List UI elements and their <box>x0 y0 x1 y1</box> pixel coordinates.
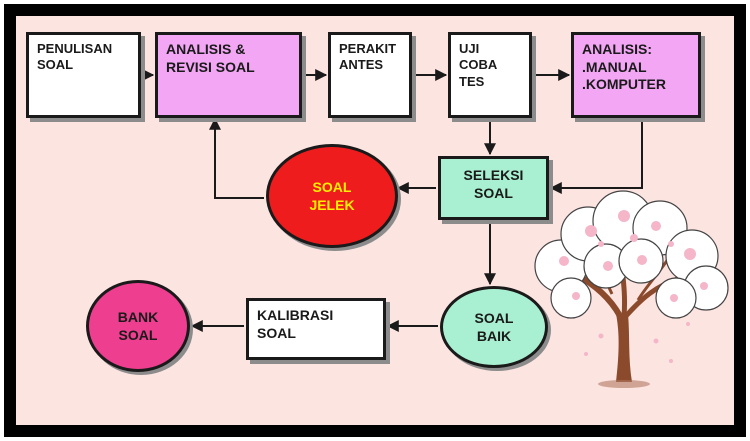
flowchart-canvas: PENULISAN SOAL ANALISIS & REVISI SOAL PE… <box>16 16 734 425</box>
seleksi-soal-line-2: SOAL <box>474 184 513 201</box>
arrow-soal-jelek-to-analisis <box>209 117 264 199</box>
blossom-tree-icon <box>534 190 729 388</box>
soal-baik-line-1: SOAL <box>474 309 514 326</box>
bank-soal-line-2: SOAL <box>118 327 158 343</box>
bank-soal-ellipse: BANK SOAL <box>86 280 190 372</box>
outer-frame: PENULISAN SOAL ANALISIS & REVISI SOAL PE… <box>4 4 746 437</box>
analisis-revisi-line-1: ANALISIS & <box>166 41 246 57</box>
soal-baik-ellipse: SOAL BAIK <box>440 286 548 368</box>
analisis-revisi-line-2: REVISI SOAL <box>166 58 255 75</box>
perakit-antes-line-1: PERAKIT <box>339 41 397 56</box>
penulisan-soal-box: PENULISAN SOAL <box>26 32 141 118</box>
uji-coba-line-1: UJI <box>459 41 480 56</box>
kalibrasi-soal-line-1: KALIBRASI <box>257 307 334 323</box>
analisis-manual-line-3: .KOMPUTER <box>582 76 666 92</box>
perakit-antes-box: PERAKIT ANTES <box>328 32 412 118</box>
connector-layer <box>142 69 729 388</box>
analisis-manual-box: ANALISIS: .MANUAL .KOMPUTER <box>571 32 701 118</box>
uji-coba-line-2: COBA <box>459 57 498 73</box>
soal-baik-line-2: BAIK <box>476 328 512 344</box>
soal-jelek-line-1: SOAL <box>312 178 352 195</box>
soal-jelek-ellipse: SOAL JELEK <box>266 144 398 248</box>
seleksi-soal-line-1: SELEKSI <box>463 167 524 183</box>
penulisan-soal-line-1: PENULISAN <box>37 41 113 56</box>
analisis-revisi-box: ANALISIS & REVISI SOAL <box>155 32 302 118</box>
arrow-analisis-manual-to-seleksi <box>549 120 643 194</box>
seleksi-soal-box: SELEKSI SOAL <box>438 156 549 220</box>
perakit-antes-line-2: ANTES <box>339 57 384 73</box>
uji-coba-line-3: TES <box>459 73 485 89</box>
bank-soal-line-1: BANK <box>117 308 159 325</box>
analisis-manual-line-1: ANALISIS: <box>582 41 652 57</box>
soal-jelek-line-2: JELEK <box>309 197 355 213</box>
uji-coba-box: UJI COBA TES <box>448 32 532 118</box>
penulisan-soal-line-2: SOAL <box>37 57 74 73</box>
kalibrasi-soal-box: KALIBRASI SOAL <box>246 298 386 360</box>
kalibrasi-soal-line-2: SOAL <box>257 324 296 341</box>
analisis-manual-line-2: .MANUAL <box>582 58 647 75</box>
